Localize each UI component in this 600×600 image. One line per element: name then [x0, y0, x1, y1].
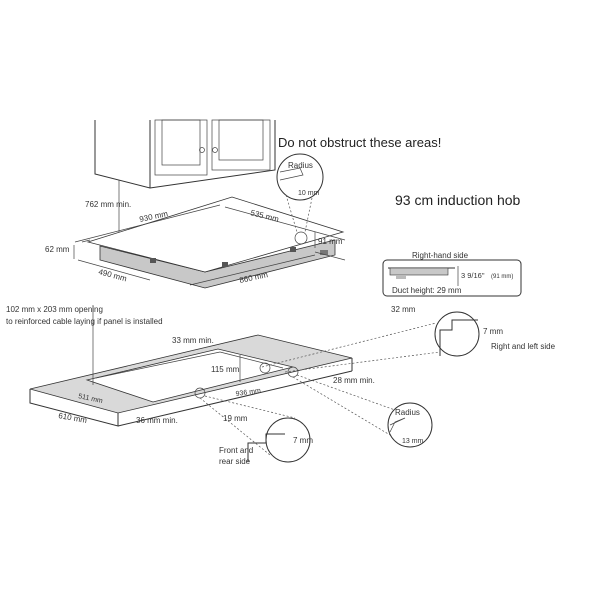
cutout-width-label: 936 mm [235, 388, 261, 398]
cabinet-clearance-label: 762 mm min. [85, 200, 131, 209]
side-view-height-mm: (91 mm) [491, 274, 513, 280]
depth-115-label: 115 mm [211, 365, 240, 374]
right-left-step-detail: 32 mm 7 mm Right and left side [259, 305, 556, 374]
right-min-label: 28 mm min. [333, 376, 375, 385]
hob-radius-detail: Radius 10 mm [276, 153, 324, 245]
side-view-duct: Duct height: 29 mm [392, 286, 462, 295]
rl-step-depth-label: 7 mm [483, 327, 503, 336]
induction-hob [74, 196, 346, 289]
side-view-height: 3 9/16" [461, 271, 485, 280]
wall-cabinet [94, 119, 276, 189]
hob-radius-value: 10 mm [298, 190, 320, 197]
countertop-radius-value: 13 mm [402, 438, 424, 445]
countertop-radius-detail: Radius 13 mm [287, 366, 433, 448]
fr-step-width-label: 19 mm [223, 414, 248, 423]
fr-side-label-line1: Front and [219, 446, 253, 455]
front-min-label: 36 mm min. [136, 416, 178, 425]
countertop-radius-title: Radius [395, 408, 420, 417]
opening-note-line1: 102 mm x 203 mm opening [6, 305, 103, 314]
countertop [29, 334, 353, 427]
counter-depth-label: 610 mm [58, 411, 88, 425]
back-min-label: 33 mm min. [172, 336, 214, 345]
warning-text: Do not obstruct these areas! [278, 135, 441, 150]
hob-radius-title: Radius [288, 161, 313, 170]
rl-side-label: Right and left side [491, 342, 556, 351]
door-knob-icon [212, 147, 218, 153]
fr-side-label-line2: rear side [219, 457, 251, 466]
rl-step-width-label: 32 mm [391, 305, 416, 314]
front-rear-step-detail: 19 mm 7 mm Front and rear side [194, 387, 313, 466]
hob-height-right-label: 91 mm [318, 237, 343, 246]
side-view-panel: Right-hand side 3 9/16" (91 mm) Duct hei… [382, 251, 522, 297]
side-view-title: Right-hand side [412, 251, 469, 260]
door-knob-icon [199, 147, 205, 153]
page-title: 93 cm induction hob [395, 192, 521, 208]
fr-step-depth-label: 7 mm [293, 436, 313, 445]
hob-height-left-label: 62 mm [45, 245, 70, 254]
opening-note-line2: to reinforced cable laying if panel is i… [6, 317, 163, 326]
